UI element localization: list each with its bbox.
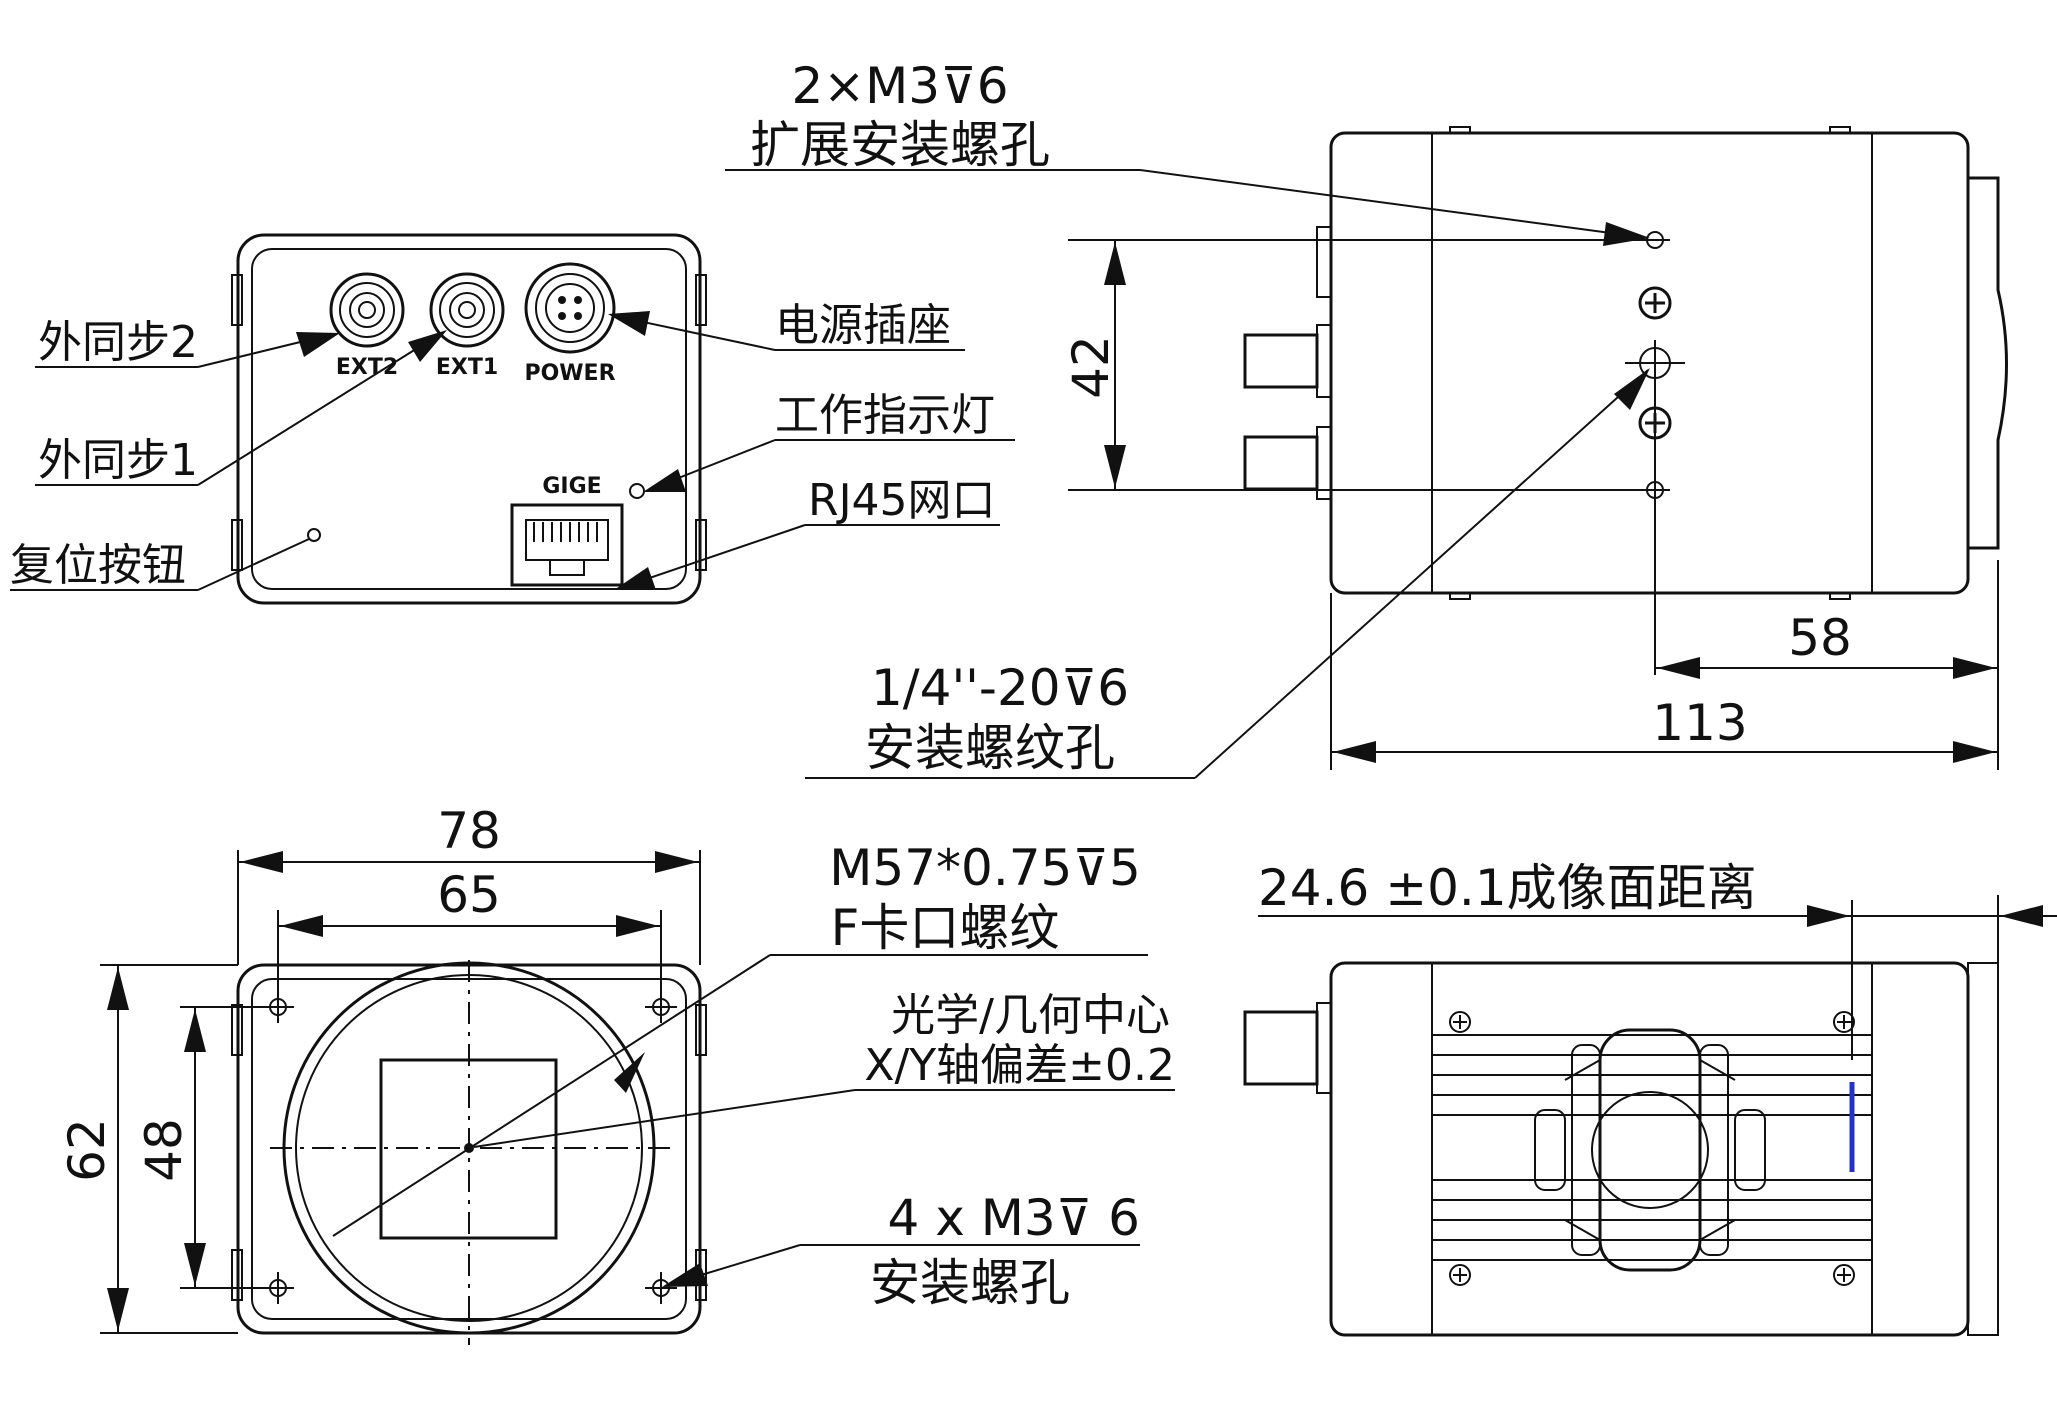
- dimension-58-113: [1330, 560, 1999, 770]
- front-view-callouts: [332, 954, 1175, 1287]
- back-view-outer-frame: [236, 233, 702, 605]
- ext1-connector: [429, 272, 505, 348]
- label-flange-distance: 24.6 ±0.1成像面距离: [1258, 859, 1757, 917]
- callout-2xm3: [725, 169, 1650, 246]
- rj45-port: [510, 503, 624, 587]
- label-m57: M57*0.75⊽5: [829, 839, 1141, 897]
- label-mount-hole: 安装螺孔: [870, 1254, 1070, 1312]
- back-view-bump: [231, 274, 243, 326]
- back-view-callouts: [10, 311, 1015, 591]
- label-xy-deviation: X/Y轴偏差±0.2: [864, 1040, 1175, 1091]
- heat-sink-fins: [1432, 1034, 1872, 1261]
- dimension-62-48: [100, 964, 270, 1334]
- reset-button-hole: [307, 528, 321, 542]
- ext2-label: EXT2: [336, 355, 398, 380]
- power-connector: [524, 262, 616, 354]
- back-view-bump: [695, 519, 707, 571]
- label-ext-sync-1: 外同步1: [38, 435, 198, 486]
- power-label: POWER: [524, 361, 615, 386]
- dim-58-label: 58: [1788, 609, 1852, 667]
- side-view-lens-mount: [1968, 176, 2008, 550]
- label-rj45: RJ45网口: [808, 475, 996, 526]
- front-view: [231, 960, 707, 1345]
- side-view-connector: [1243, 435, 1319, 491]
- back-view-bump: [231, 519, 243, 571]
- back-view-bump: [695, 274, 707, 326]
- flange-distance: [1258, 905, 2057, 927]
- label-quarter-inch: 1/4''-20⊽6: [871, 659, 1129, 717]
- label-ext-mount-hole: 扩展安装螺孔: [750, 116, 1050, 174]
- label-ext-sync-2: 外同步2: [38, 317, 198, 368]
- label-reset: 复位按钮: [10, 540, 186, 591]
- indicator-light: [629, 483, 645, 499]
- label-thread-hole: 安装螺纹孔: [865, 719, 1115, 777]
- back-view: EXT2 EXT1 POWER GIGE: [231, 233, 707, 605]
- back-view-inner-frame: [251, 248, 687, 590]
- label-f-mount-thread: F卡口螺纹: [831, 899, 1060, 957]
- label-4xm3: 4 x M3⊽ 6: [888, 1189, 1140, 1247]
- top-view: [1243, 895, 1999, 1337]
- side-view-connector: [1243, 333, 1319, 389]
- dim-65-label: 65: [437, 866, 501, 924]
- label-indicator: 工作指示灯: [775, 390, 995, 441]
- dimension-78-65: [237, 850, 701, 995]
- label-optical-center: 光学/几何中心: [891, 990, 1170, 1041]
- fan: [1534, 1028, 1766, 1272]
- top-view-screws: [1449, 1011, 1855, 1286]
- gige-label: GIGE: [542, 474, 601, 499]
- corner-holes: [262, 991, 677, 1304]
- label-2xm3: 2×M3⊽6: [791, 57, 1008, 115]
- ext1-label: EXT1: [436, 355, 498, 380]
- dimension-42: [1068, 239, 1645, 491]
- dim-113-label: 113: [1652, 694, 1747, 752]
- label-power-socket: 电源插座: [775, 300, 951, 351]
- dim-62-label: 62: [58, 1118, 116, 1182]
- dim-42-label: 42: [1062, 335, 1120, 399]
- callout-quarter-inch: [805, 368, 1650, 779]
- top-view-connector: [1243, 1010, 1319, 1086]
- ext2-connector: [329, 272, 405, 348]
- dim-78-label: 78: [437, 802, 501, 860]
- dim-48-label: 48: [135, 1118, 193, 1182]
